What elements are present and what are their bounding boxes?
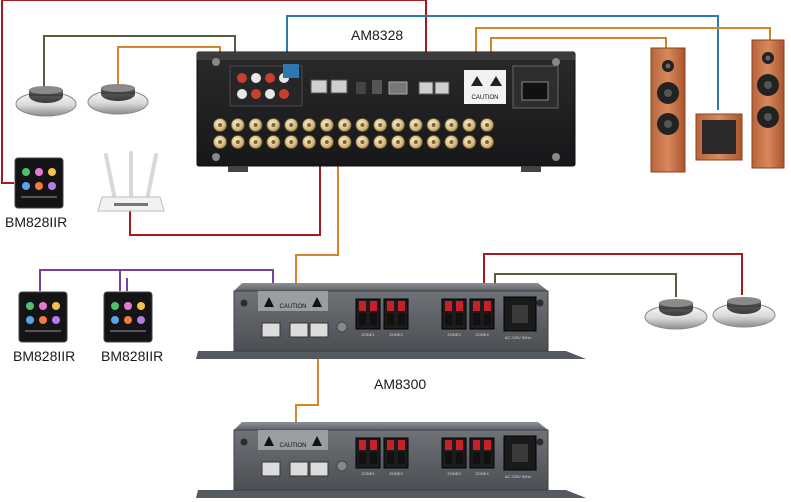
touch-panel-icon (18, 291, 68, 343)
am8300-amplifier-top: CAUTION ZONE1 ZONE2 ZONE3 ZONE4 AC 220V 50Hz (196, 283, 586, 359)
bm828iir-label-left: BM828IIR (13, 348, 76, 364)
ceiling-speaker-icon (712, 297, 776, 328)
caution-label: CAUTION (472, 95, 499, 101)
wire-blue-sub (286, 15, 719, 110)
rj45-port (261, 461, 281, 477)
bm828iir-label-mid: BM828IIR (101, 348, 164, 364)
floor-speaker-icon (650, 47, 686, 173)
bm828iir-label-top: BM828IIR (5, 214, 68, 230)
svg-text:AC 220V 50Hz: AC 220V 50Hz (505, 335, 531, 340)
rj45-port (289, 461, 309, 477)
caution-label (258, 430, 328, 450)
ceiling-speaker-icon (644, 299, 708, 330)
wire-red-ceiling-right (483, 253, 743, 305)
wifi-router-icon (97, 151, 165, 212)
wire-olive-speaker1 (43, 35, 236, 88)
speaker-terminals (213, 118, 494, 149)
caution-label (258, 291, 328, 311)
svg-text:ZONE4: ZONE4 (475, 332, 489, 337)
touch-panel-icon (14, 157, 64, 209)
svg-text:ZONE1: ZONE1 (361, 471, 375, 476)
svg-text:ZONE1: ZONE1 (361, 332, 375, 337)
rj45-port (289, 322, 309, 338)
svg-text:ZONE3: ZONE3 (447, 471, 461, 476)
svg-text:ZONE2: ZONE2 (389, 332, 403, 337)
am8300-label: AM8300 (374, 376, 427, 392)
rj45-port (309, 461, 329, 477)
am8328-rack-unit: CAUTION (196, 51, 576, 172)
ceiling-speaker-icon (87, 84, 149, 115)
svg-text:CAUTION: CAUTION (280, 304, 307, 310)
wire-red-panel (1, 0, 427, 184)
am8300-amplifier-bottom: CAUTION ZONE1 ZONE2 ZONE3 ZONE4 AC 220V 50Hz (196, 422, 586, 498)
rj45-port (261, 322, 281, 338)
svg-text:ZONE2: ZONE2 (389, 471, 403, 476)
am8328-label: AM8328 (351, 27, 404, 43)
subwoofer-icon (695, 113, 743, 161)
svg-text:AC 220V 50Hz: AC 220V 50Hz (505, 474, 531, 479)
touch-panel-icon (103, 291, 153, 343)
svg-text:ZONE3: ZONE3 (447, 332, 461, 337)
rj45-port (309, 322, 329, 338)
svg-text:ZONE4: ZONE4 (475, 471, 489, 476)
floor-speaker-icon (751, 39, 785, 169)
ceiling-speaker-icon (15, 86, 77, 117)
svg-text:CAUTION: CAUTION (280, 443, 307, 449)
